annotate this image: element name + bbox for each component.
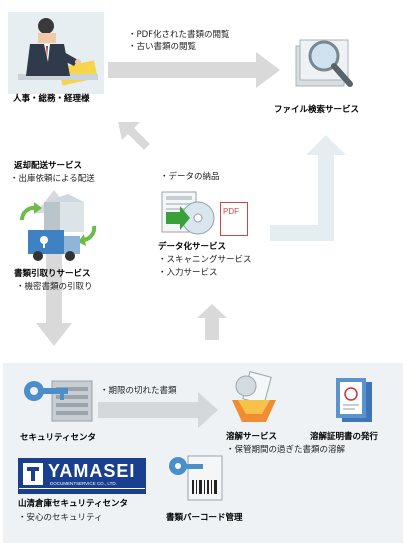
arrow-blue-to-file-search xyxy=(270,135,346,241)
arrow-expired-to-dissolve xyxy=(98,392,218,428)
digitize-line-2: ・入力サービス xyxy=(158,268,218,278)
arrow-up-small xyxy=(197,304,227,340)
truck-building-icon xyxy=(14,190,100,264)
pickup-line-1: ・機密書類の引取り xyxy=(16,282,93,292)
scan-cd-icon xyxy=(158,188,220,238)
file-search-label: ファイル検索サービス xyxy=(274,105,360,115)
person-illustration xyxy=(8,12,104,94)
dissolve-line-1: ・保管期間の過ぎた書類の溶解 xyxy=(226,445,346,455)
arrow-diagonal-to-person xyxy=(118,122,150,150)
pickup-title: 書類引取りサービス xyxy=(14,269,91,279)
arrow-to-file-search xyxy=(108,52,280,88)
digitize-title: データ化サービス xyxy=(158,242,227,252)
top-arrow-line-2: ・古い書類の閲覧 xyxy=(128,42,197,52)
yamasei-logo-subtext: DOCUMENTSERVICE CO., LTD. xyxy=(50,481,117,486)
barcode-label: 書類バーコード管理 xyxy=(166,513,243,523)
return-service-title: 返却配送サービス xyxy=(14,161,83,171)
barcode-key-icon xyxy=(166,450,232,506)
dissolve-title: 溶解サービス xyxy=(226,432,278,442)
security-center-label: セキュリティセンタ xyxy=(20,433,96,443)
certificate-icon xyxy=(330,374,378,426)
pdf-icon: PDF xyxy=(220,202,248,236)
top-arrow-line-1: ・PDF化された書類の閲覧 xyxy=(128,30,230,40)
file-search-icon xyxy=(290,26,362,96)
yamasei-center-title: 山清倉庫セキュリティセンタ xyxy=(18,499,128,509)
digitize-line-1: ・スキャニングサービス xyxy=(158,255,252,265)
dissolve-icon xyxy=(226,370,282,426)
certificate-label: 溶解証明書の発行 xyxy=(310,432,379,442)
security-center-icon xyxy=(20,375,96,427)
yamasei-logo: YAMASEI DOCUMENTSERVICE CO., LTD. xyxy=(18,458,146,494)
pdf-icon-text: PDF xyxy=(223,207,239,216)
yamasei-center-line-1: ・安心のセキュリティ xyxy=(18,513,103,523)
delivery-line-1: ・データの納品 xyxy=(160,172,220,182)
person-label: 人事・総務・経理様 xyxy=(13,94,90,104)
panel-arrow-line-1: ・期限の切れた書類 xyxy=(100,386,177,396)
yamasei-logo-text: YAMASEI xyxy=(48,461,136,481)
return-service-line-1: ・出庫依頼による配送 xyxy=(10,174,95,184)
